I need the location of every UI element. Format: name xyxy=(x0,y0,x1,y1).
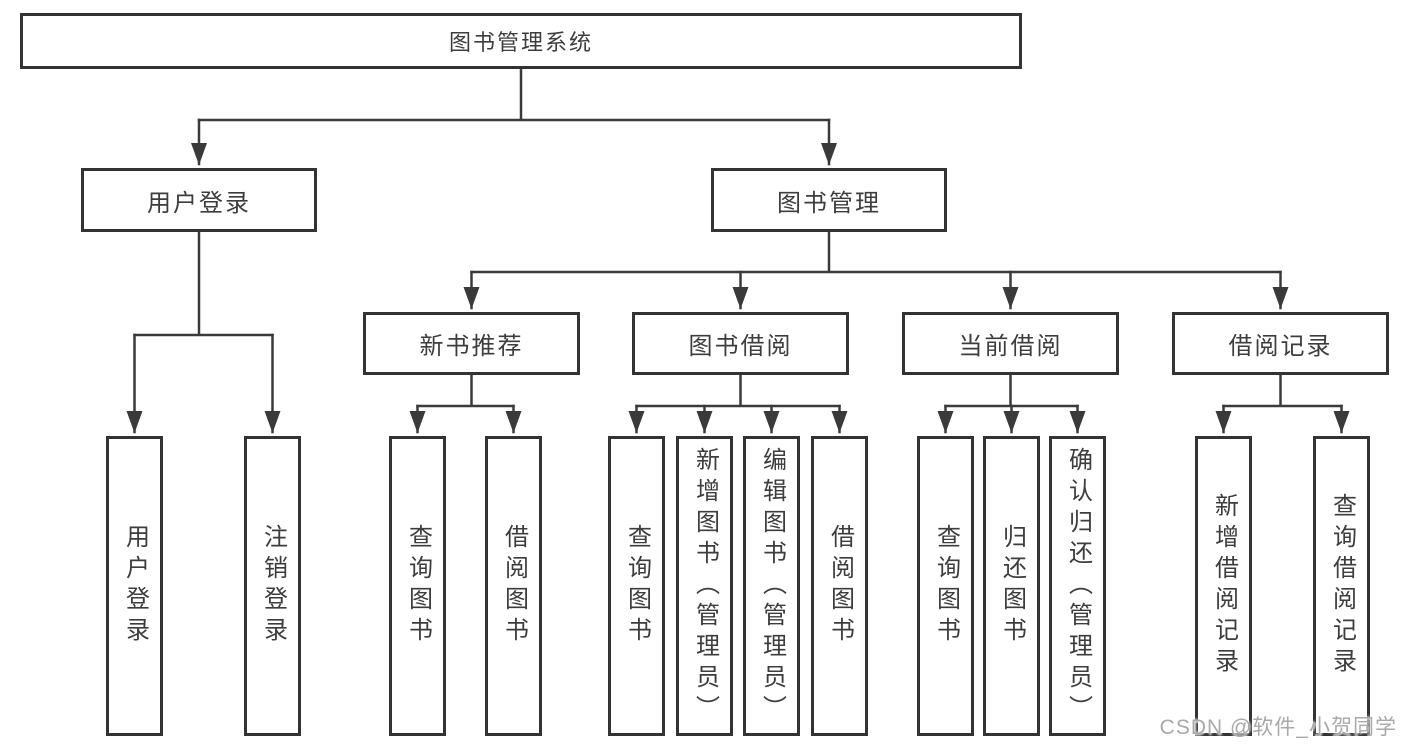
leaf-add-borrow-record-label: 新增借阅记录 xyxy=(1210,493,1238,679)
leaf-borrow-books-recommend-label: 借阅图书 xyxy=(500,524,528,648)
leaf-query-books-borrowing-label: 查询图书 xyxy=(623,524,651,648)
csdn-watermark: CSDN @软件_小贺同学 xyxy=(1159,716,1397,739)
node-new-book-recommend-label: 新书推荐 xyxy=(419,333,524,360)
node-book-borrowing-label: 图书借阅 xyxy=(688,333,793,360)
leaf-query-borrow-record-label: 查询借阅记录 xyxy=(1328,493,1356,679)
node-root-label: 图书管理系统 xyxy=(448,30,593,55)
leaf-confirm-return-admin: 确认归还（管理员） xyxy=(1049,436,1106,736)
node-book-borrowing: 图书借阅 xyxy=(632,312,849,375)
leaf-query-books-current: 查询图书 xyxy=(917,436,974,736)
leaf-add-borrow-record: 新增借阅记录 xyxy=(1195,436,1252,736)
node-borrowing-records-label: 借阅记录 xyxy=(1228,333,1333,360)
leaf-query-books-recommend: 查询图书 xyxy=(389,436,446,736)
leaf-query-books-current-label: 查询图书 xyxy=(932,524,960,648)
leaf-query-books-recommend-label: 查询图书 xyxy=(404,524,432,648)
node-root-system: 图书管理系统 xyxy=(20,13,1022,69)
node-book-management-label: 图书管理 xyxy=(777,189,881,217)
leaf-query-books-borrowing: 查询图书 xyxy=(608,436,665,736)
leaf-confirm-return-admin-label: 确认归还（管理员） xyxy=(1064,446,1092,726)
node-current-borrowing-label: 当前借阅 xyxy=(958,333,1063,360)
leaf-edit-books-admin-label: 编辑图书（管理员） xyxy=(758,446,786,726)
node-new-book-recommend: 新书推荐 xyxy=(363,312,580,375)
leaf-return-books-label: 归还图书 xyxy=(998,524,1026,648)
leaf-user-login-label: 用户登录 xyxy=(121,524,149,648)
leaf-logout: 注销登录 xyxy=(244,436,301,736)
leaf-query-borrow-record: 查询借阅记录 xyxy=(1313,436,1370,736)
leaf-borrow-books-borrowing-label: 借阅图书 xyxy=(826,524,854,648)
leaf-return-books: 归还图书 xyxy=(983,436,1040,736)
node-user-login-label: 用户登录 xyxy=(147,189,251,217)
node-book-management: 图书管理 xyxy=(711,168,947,232)
leaf-add-books-admin: 新增图书（管理员） xyxy=(676,436,733,736)
node-user-login: 用户登录 xyxy=(81,168,317,232)
leaf-borrow-books-borrowing: 借阅图书 xyxy=(811,436,868,736)
leaf-add-books-admin-label: 新增图书（管理员） xyxy=(691,446,719,726)
leaf-user-login: 用户登录 xyxy=(106,436,163,736)
node-borrowing-records: 借阅记录 xyxy=(1172,312,1389,375)
leaf-edit-books-admin: 编辑图书（管理员） xyxy=(743,436,800,736)
node-current-borrowing: 当前借阅 xyxy=(902,312,1119,375)
leaf-borrow-books-recommend: 借阅图书 xyxy=(485,436,542,736)
leaf-logout-label: 注销登录 xyxy=(259,524,287,648)
